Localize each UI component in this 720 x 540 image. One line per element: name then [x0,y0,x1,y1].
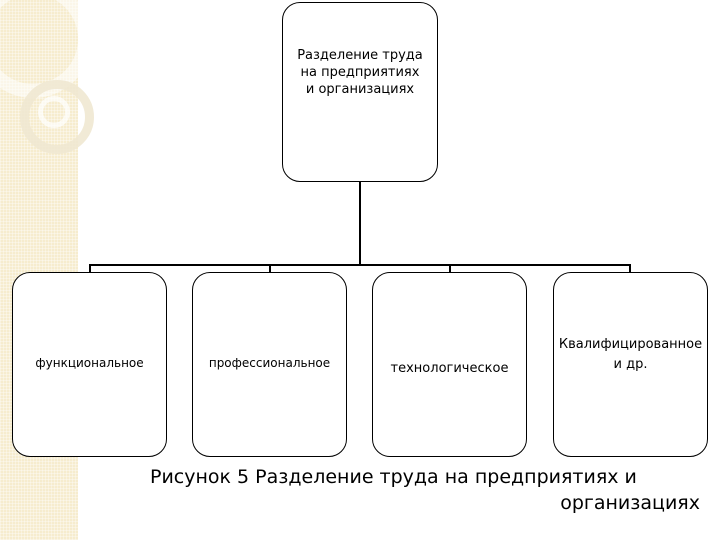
decorative-ring [20,80,94,154]
caption-line-2: организациях [560,492,700,514]
connector-tick [89,264,91,273]
child-node-professional: профессиональное [192,272,347,457]
child-node-label: функциональное [35,355,144,370]
child-node-label: Квалифицированное и др. [558,336,703,372]
figure-caption: Рисунок 5 Разделение труда на предприяти… [140,464,700,516]
connector-tick [629,264,631,273]
root-node: Разделение труда на предприятиях и орган… [282,2,438,182]
child-node-label: профессиональное [208,355,331,370]
decorative-ring [38,96,70,128]
connector-tick [269,264,271,273]
child-node-functional: функциональное [12,272,167,457]
child-node-technological: технологическое [372,272,527,457]
root-node-label: Разделение труда на предприятиях и орган… [297,47,423,97]
connector-tick [449,264,451,273]
caption-line-1: Рисунок 5 Разделение труда на предприяти… [150,466,637,488]
connector-horizontal-bus [89,264,631,266]
child-node-label: технологическое [390,360,509,376]
decorative-side-strip [0,0,94,540]
connector-root-vertical [359,182,361,264]
child-node-qualification: Квалифицированное и др. [553,272,708,457]
